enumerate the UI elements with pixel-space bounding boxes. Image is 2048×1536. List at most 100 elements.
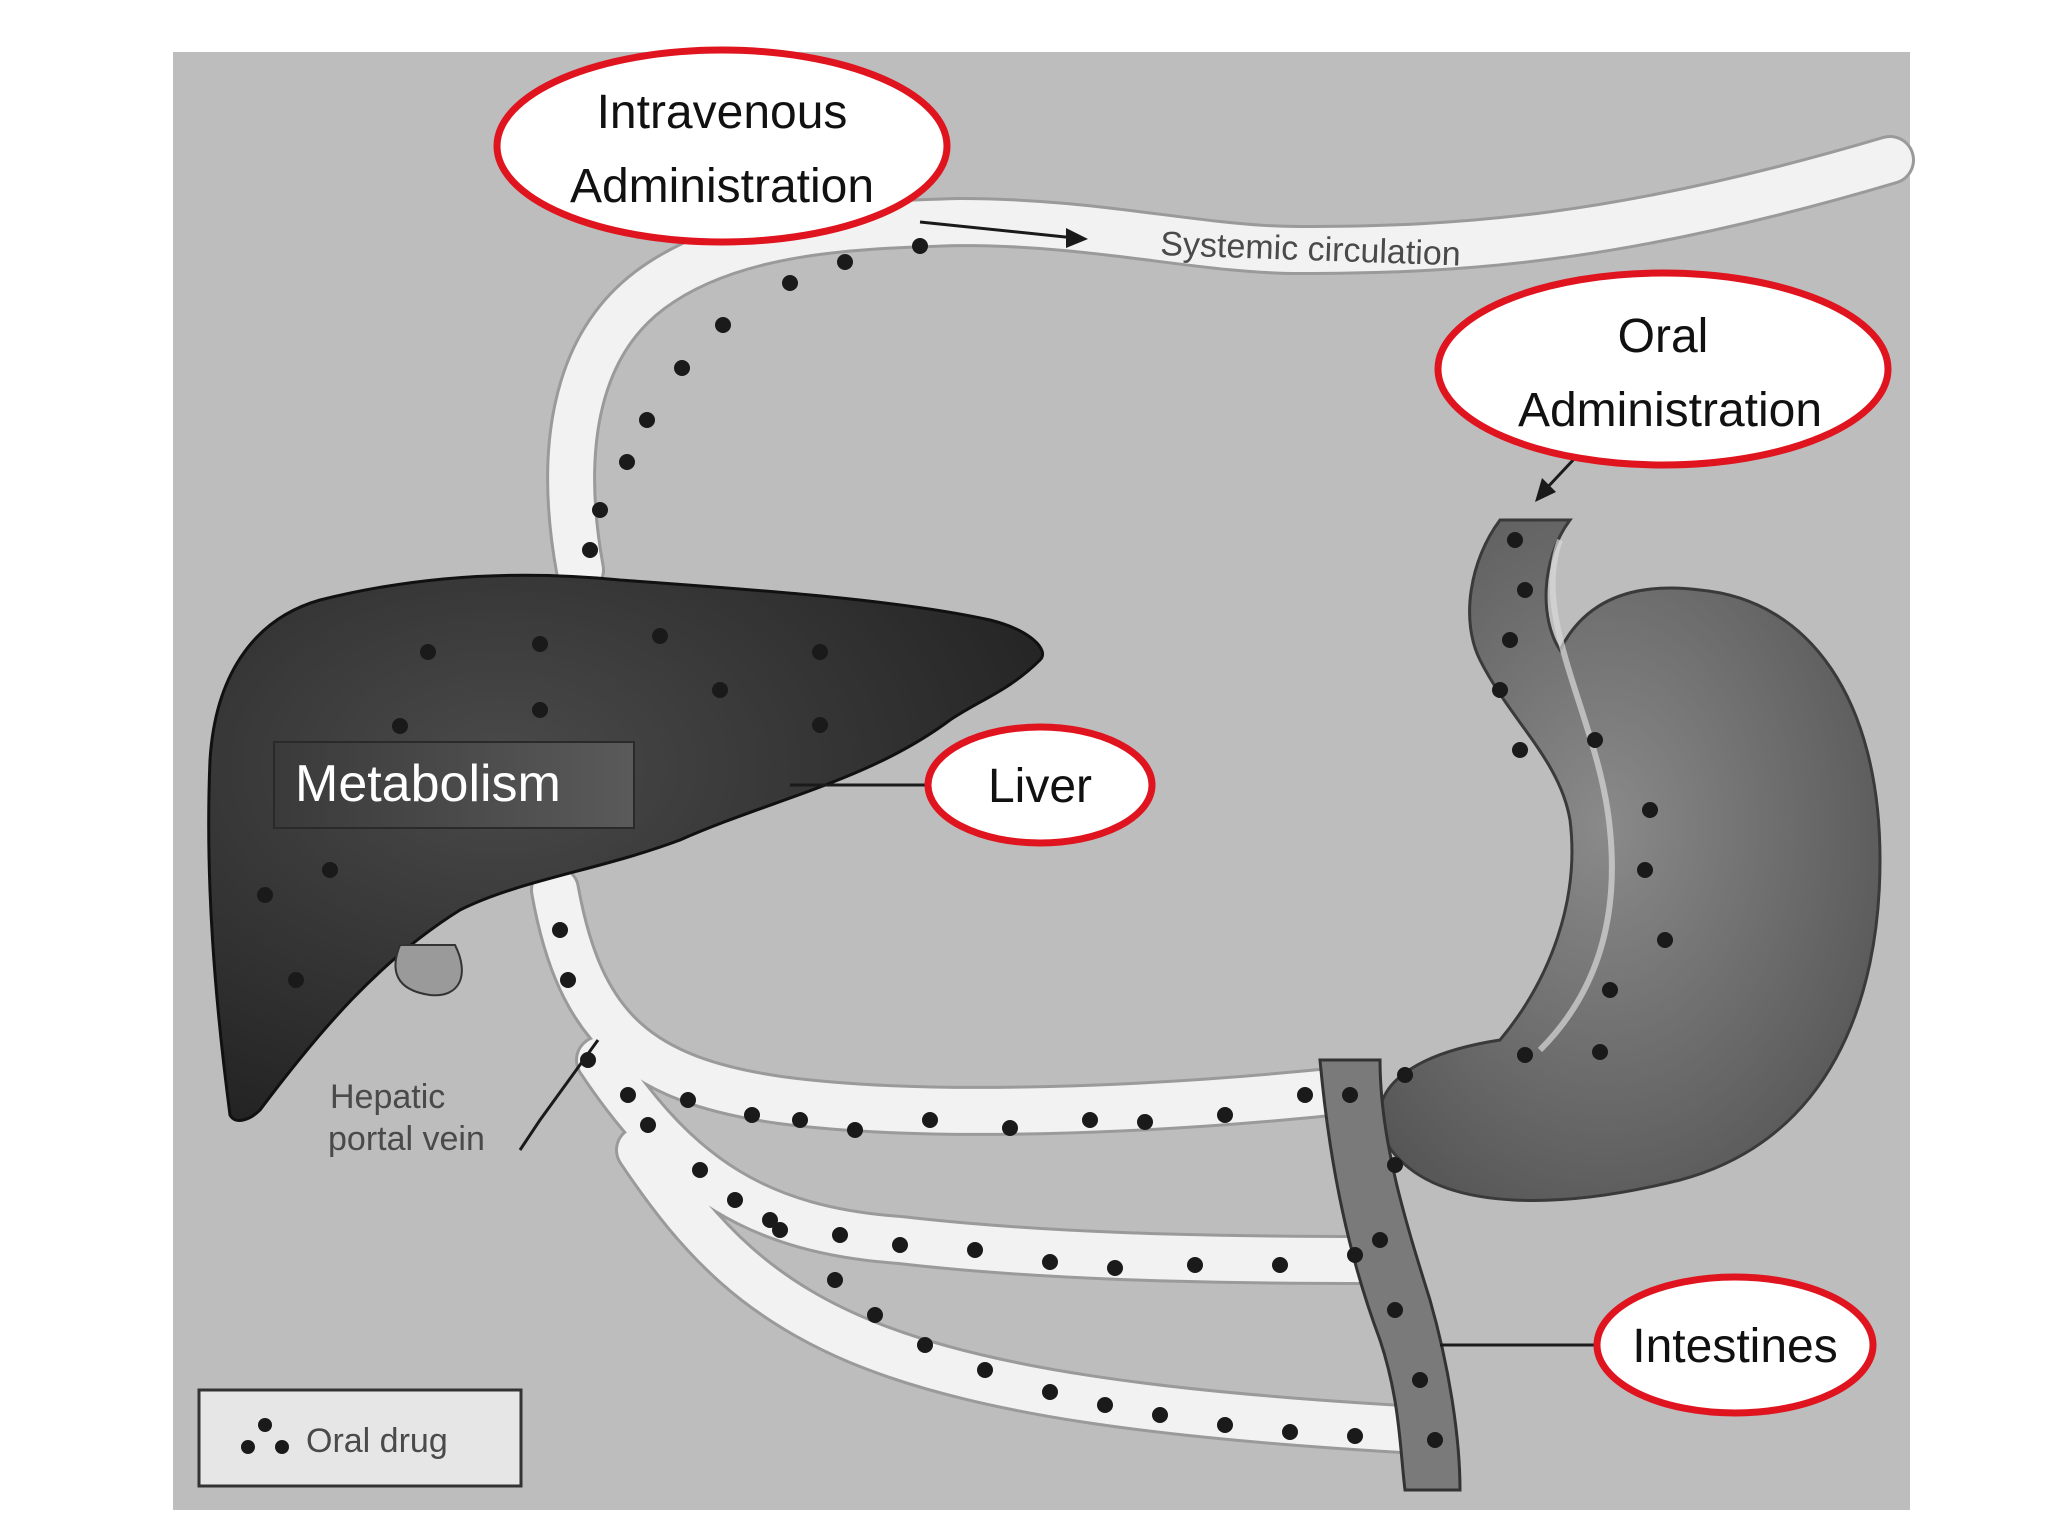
drug-dot	[1387, 1157, 1403, 1173]
callout-intravenous-line1: Intravenous	[597, 86, 848, 139]
portal-vessel-3	[618, 1128, 1442, 1452]
drug-dot	[1347, 1247, 1363, 1263]
drug-dot	[1217, 1417, 1233, 1433]
drug-dot	[1397, 1067, 1413, 1083]
drug-dot	[257, 887, 273, 903]
drug-dot	[392, 718, 408, 734]
callout-liver: Liver	[924, 723, 1156, 847]
drug-dot	[420, 644, 436, 660]
drug-dot	[1217, 1107, 1233, 1123]
drug-dot	[772, 1222, 788, 1238]
callout-intravenous: Intravenous Administration	[493, 46, 951, 246]
drug-dot	[592, 502, 608, 518]
drug-dot	[917, 1337, 933, 1353]
metabolism-box: Metabolism	[273, 741, 635, 829]
drug-dot	[812, 717, 828, 733]
drug-dot	[1187, 1257, 1203, 1273]
drug-dot	[827, 1272, 843, 1288]
drug-dot	[1002, 1120, 1018, 1136]
drug-dot	[867, 1307, 883, 1323]
callout-intravenous-line2: Administration	[570, 160, 874, 213]
drug-dot	[580, 1052, 596, 1068]
drug-dot	[619, 454, 635, 470]
drug-dot	[692, 1162, 708, 1178]
callout-intestines: Intestines	[1593, 1273, 1877, 1417]
drug-dot	[1387, 1302, 1403, 1318]
portal-vessel-1	[533, 868, 1372, 1133]
drug-dot	[640, 1117, 656, 1133]
oral-arrow	[1535, 456, 1577, 502]
drug-dot	[715, 317, 731, 333]
drug-dot	[1137, 1114, 1153, 1130]
leader-lines	[518, 783, 1594, 1347]
liver	[207, 573, 1044, 1122]
drug-dot	[1272, 1257, 1288, 1273]
drug-dot	[727, 1192, 743, 1208]
legend: Oral drug	[197, 1388, 523, 1488]
drug-dot	[782, 275, 798, 291]
callout-oral: Oral Administration	[1434, 269, 1892, 469]
drug-dot	[1587, 732, 1603, 748]
drug-dot	[832, 1227, 848, 1243]
drug-dot	[1507, 532, 1523, 548]
drug-dot	[1592, 1044, 1608, 1060]
oral-drug-dots	[257, 238, 1673, 1448]
drug-dot	[680, 1092, 696, 1108]
drug-dot	[792, 1112, 808, 1128]
drug-dot	[912, 238, 928, 254]
drug-dot	[1642, 802, 1658, 818]
drug-dot	[1517, 582, 1533, 598]
drug-dot	[552, 922, 568, 938]
drug-dot	[1082, 1112, 1098, 1128]
drug-dot	[1042, 1254, 1058, 1270]
drug-dot	[1517, 1047, 1533, 1063]
drug-dot	[674, 360, 690, 376]
drug-dot	[892, 1237, 908, 1253]
drug-dot	[288, 972, 304, 988]
metabolism-label: Metabolism	[295, 755, 561, 813]
drug-dot	[639, 412, 655, 428]
drug-dot	[620, 1087, 636, 1103]
drug-dot	[652, 628, 668, 644]
drug-dot	[1602, 982, 1618, 998]
callout-intestines-text: Intestines	[1632, 1320, 1837, 1373]
portal-label-line2: portal vein	[328, 1120, 485, 1158]
drug-dot	[1097, 1397, 1113, 1413]
drug-dot	[847, 1122, 863, 1138]
drug-dot	[977, 1362, 993, 1378]
drug-dot	[812, 644, 828, 660]
drug-dot	[1342, 1087, 1358, 1103]
drug-dot	[967, 1242, 983, 1258]
drug-dot	[1427, 1432, 1443, 1448]
drug-dot	[582, 542, 598, 558]
legend-dot-icon	[258, 1418, 272, 1432]
drug-dot	[532, 702, 548, 718]
callout-oral-line1: Oral	[1618, 310, 1709, 363]
drug-dot	[322, 862, 338, 878]
legend-label: Oral drug	[306, 1422, 448, 1460]
drug-dot	[1282, 1424, 1298, 1440]
drug-dot	[1637, 862, 1653, 878]
callout-liver-text: Liver	[988, 760, 1092, 813]
drug-dot	[560, 972, 576, 988]
drug-dot	[1347, 1428, 1363, 1444]
drug-dot	[1042, 1384, 1058, 1400]
drug-dot	[1297, 1087, 1313, 1103]
drug-dot	[1492, 682, 1508, 698]
drug-dot	[744, 1107, 760, 1123]
callout-oral-line2: Administration	[1518, 384, 1822, 437]
drug-dot	[532, 636, 548, 652]
drug-dot	[1152, 1407, 1168, 1423]
drug-dot	[1512, 742, 1528, 758]
drug-dot	[762, 1212, 778, 1228]
drug-dot	[1502, 632, 1518, 648]
portal-label-line1: Hepatic	[330, 1078, 445, 1116]
drug-dot	[712, 682, 728, 698]
iv-arrow	[919, 220, 1088, 248]
hepatic-portal-vein-label: Hepatic portal vein	[328, 1078, 485, 1158]
drug-dot	[1412, 1372, 1428, 1388]
drug-dot	[1657, 932, 1673, 948]
drug-dot	[1107, 1260, 1123, 1276]
systemic-circulation-vessel	[549, 138, 1912, 592]
